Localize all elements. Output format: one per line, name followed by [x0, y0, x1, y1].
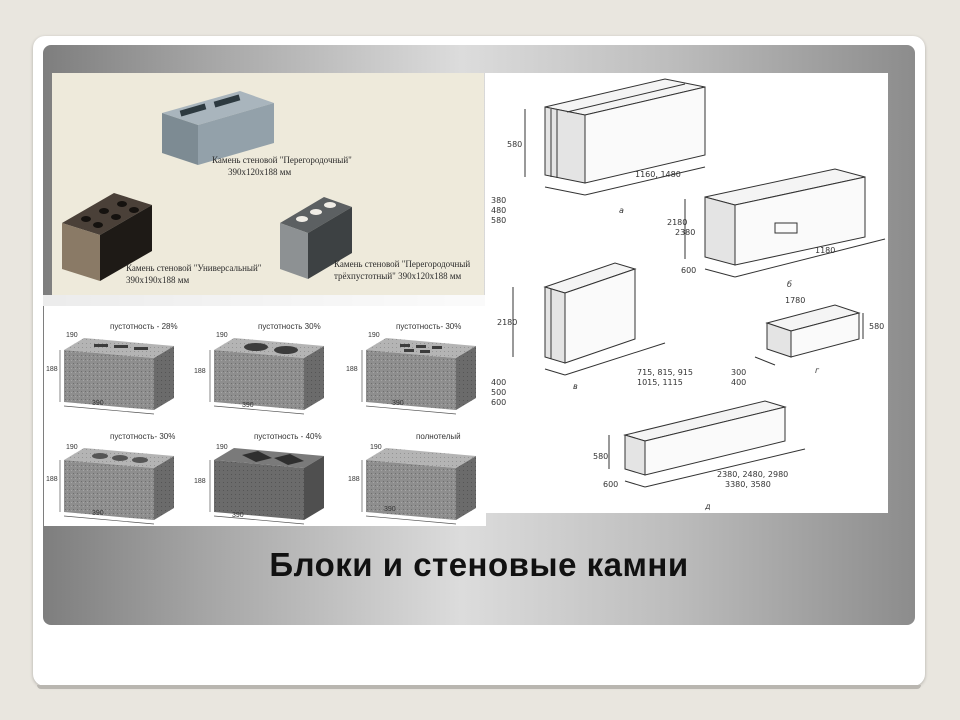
- block-3-length: 390: [392, 400, 404, 407]
- block-2: [214, 338, 324, 410]
- caption-partition-name: Камень стеновой "Перегородочный": [212, 155, 352, 165]
- block-2-length: 390: [242, 402, 254, 409]
- a-thick-1: 380: [491, 196, 506, 205]
- g-thick-2: 400: [731, 378, 746, 387]
- block-6-length: 390: [384, 506, 396, 513]
- g-length: 1780: [785, 296, 805, 305]
- block-5-width: 190: [216, 444, 228, 451]
- v-thick-2: 500: [491, 388, 506, 397]
- d-thick: 600: [603, 480, 618, 489]
- block-5-label: пустотность - 40%: [254, 432, 322, 441]
- drawing-b: [684, 168, 886, 278]
- block-3-label: пустотность- 30%: [396, 322, 462, 331]
- caption-partition-size: 390x120x188 мм: [228, 167, 292, 177]
- d-letter: д: [704, 502, 711, 511]
- b-height-2: 2380: [675, 228, 695, 237]
- block-4-length: 390: [92, 510, 104, 517]
- b-letter: б: [787, 280, 792, 289]
- separator-strip: [43, 295, 485, 306]
- block-2-height: 188: [194, 368, 206, 375]
- d-height: 580: [593, 452, 608, 461]
- drawing-v: [512, 262, 666, 376]
- a-length: 1160, 1480: [635, 170, 681, 179]
- b-height-1: 2180: [667, 218, 687, 227]
- drawing-g: [754, 304, 864, 366]
- block-photo-svg: [62, 91, 352, 281]
- block-1-width: 190: [66, 332, 78, 339]
- block-1-label: пустотность - 28%: [110, 322, 178, 331]
- block-1-length: 390: [92, 400, 104, 407]
- slide-title: Блоки и стеновые камни: [269, 546, 689, 583]
- g-letter: г: [815, 366, 820, 375]
- block-types-grid: пустотность - 28% 190 188 390 пустотност…: [44, 306, 486, 526]
- block-4-label: пустотность- 30%: [110, 432, 176, 441]
- block-1-height: 188: [46, 366, 58, 373]
- technical-drawings: 580 380 480 580 1160, 1480 а 2180 2380 6…: [485, 73, 888, 513]
- caption-three-hollow-name: Камень стеновой "Перегородочный: [334, 259, 471, 269]
- v-letter: в: [573, 382, 578, 391]
- block-photo: Камень стеновой "Перегородочный" 390x120…: [52, 73, 484, 295]
- g-height: 580: [869, 322, 884, 331]
- block-2-width: 190: [216, 332, 228, 339]
- a-height: 580: [507, 140, 522, 149]
- d-length-1: 2380, 2480, 2980: [717, 470, 788, 479]
- block-4-width: 190: [66, 444, 78, 451]
- drawing-d: [608, 400, 806, 488]
- block-2-label: пустотность 30%: [258, 322, 321, 331]
- caption-universal-name: Камень стеновой "Универсальный": [126, 263, 262, 273]
- block-3-height: 188: [346, 366, 358, 373]
- v-height: 2180: [497, 318, 517, 327]
- g-thick-1: 300: [731, 368, 746, 377]
- b-thick: 600: [681, 266, 696, 275]
- block-6-label: полнотелый: [416, 432, 461, 441]
- b-length: 1180: [815, 246, 835, 255]
- block-5: [214, 448, 324, 520]
- caption-three-hollow-size: трёхпустотный" 390x120x188 мм: [334, 271, 462, 281]
- a-thick-2: 480: [491, 206, 506, 215]
- block-3: [366, 338, 476, 410]
- block-1: [64, 338, 174, 410]
- d-length-2: 3380, 3580: [725, 480, 771, 489]
- block-6-width: 190: [370, 444, 382, 451]
- block-types-grid-svg: [59, 338, 476, 525]
- technical-drawings-svg: 580 380 480 580 1160, 1480 а 2180 2380 6…: [491, 78, 886, 511]
- a-letter: а: [619, 206, 624, 215]
- block-5-height: 188: [194, 478, 206, 485]
- block-6: [366, 448, 476, 520]
- drawing-a: [524, 78, 706, 196]
- block-4: [64, 448, 174, 520]
- caption-universal-size: 390x190x188 мм: [126, 275, 190, 285]
- v-length-2: 1015, 1115: [637, 378, 683, 387]
- v-thick-3: 600: [491, 398, 506, 407]
- block-4-height: 188: [46, 476, 58, 483]
- block-5-length: 390: [232, 512, 244, 519]
- block-3-width: 190: [368, 332, 380, 339]
- v-length-1: 715, 815, 915: [637, 368, 693, 377]
- v-thick-1: 400: [491, 378, 506, 387]
- a-thick-3: 580: [491, 216, 506, 225]
- block-6-height: 188: [348, 476, 360, 483]
